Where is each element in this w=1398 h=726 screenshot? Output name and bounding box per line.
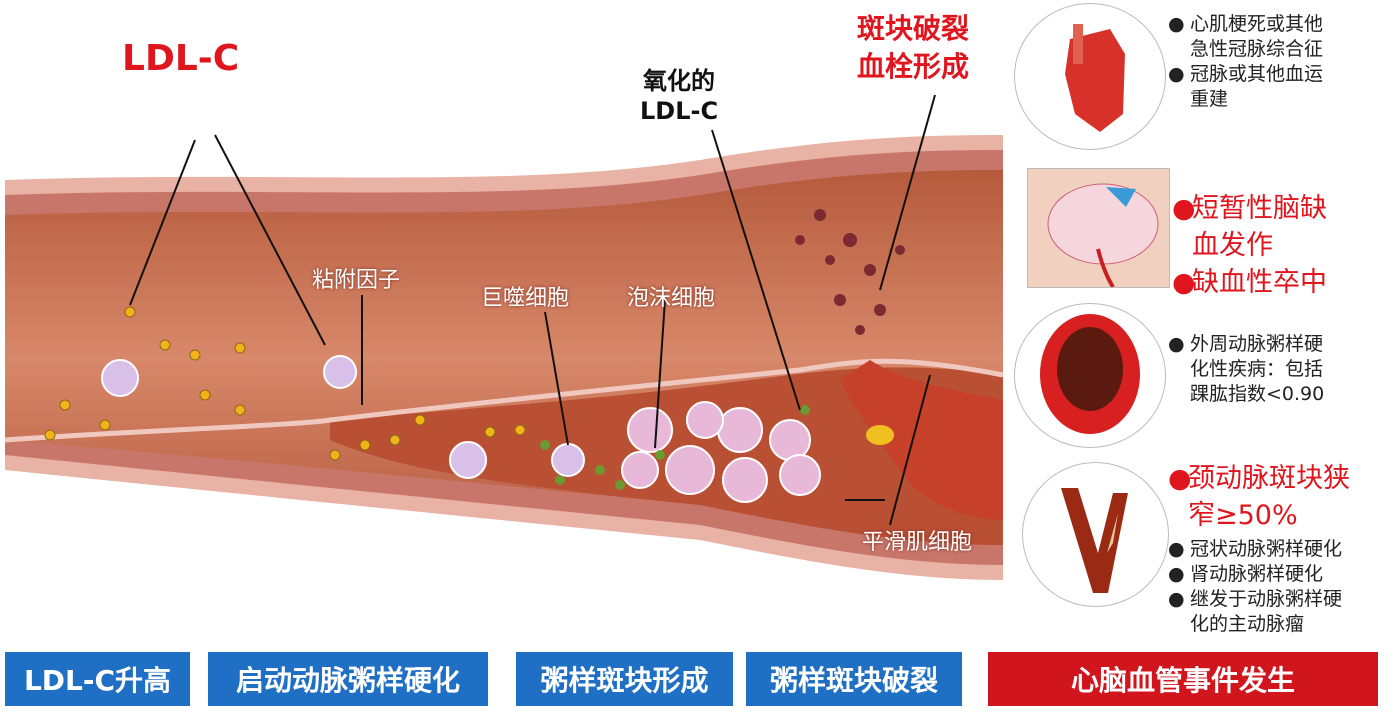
- heart-outcomes: ●心肌梗死或其他急性冠脉综合征 ●冠脉或其他血运重建: [1168, 12, 1323, 112]
- bullet-icon: ●: [1168, 63, 1185, 85]
- peripheral-outcomes: ●外周动脉粥样硬化性疾病：包括踝肱指数<0.90: [1168, 332, 1324, 407]
- bullet-icon: ●: [1168, 563, 1185, 585]
- stage-ldl-elevated: LDL-C升高: [5, 652, 190, 706]
- outcome-text: 冠脉或其他血运: [1190, 63, 1324, 85]
- carotid-artery-image: [1022, 462, 1169, 607]
- bullet-icon: ●: [1172, 193, 1196, 224]
- oxidized-ldl-label: 氧化的 LDL-C: [640, 66, 718, 126]
- outcome-text: 外周动脉粥样硬: [1190, 333, 1324, 355]
- heart-image: [1014, 3, 1166, 150]
- bullet-icon: ●: [1168, 333, 1185, 355]
- oxidized-ldl-line2: LDL-C: [640, 97, 719, 125]
- bullet-icon: ●: [1168, 538, 1185, 560]
- smooth-muscle-label: 平滑肌细胞: [862, 530, 973, 555]
- ldl-c-label: LDL-C: [122, 38, 240, 79]
- plaque-rupture-line2: 血栓形成: [857, 50, 970, 83]
- adhesion-factor-label: 粘附因子: [312, 268, 401, 293]
- outcome-text: 冠状动脉粥样硬化: [1190, 538, 1343, 560]
- stage-plaque-formation: 粥样斑块形成: [516, 652, 733, 706]
- plaque: [330, 367, 1003, 545]
- outcome-text: 颈动脉斑块狭: [1188, 463, 1350, 494]
- peripheral-artery-image: [1014, 303, 1166, 448]
- stage-plaque-rupture: 粥样斑块破裂: [746, 652, 962, 706]
- oxidized-ldl-line1: 氧化的: [643, 67, 716, 95]
- plaque-rupture-line1: 斑块破裂: [857, 12, 970, 45]
- outcome-text: 肾动脉粥样硬化: [1190, 563, 1324, 585]
- other-outcomes: ●冠状动脉粥样硬化 ●肾动脉粥样硬化 ●继发于动脉粥样硬化的主动脉瘤: [1168, 537, 1342, 637]
- outcome-text: 缺血性卒中: [1192, 267, 1327, 298]
- plaque-rupture-label: 斑块破裂 血栓形成: [857, 10, 969, 86]
- foam-cell-label: 泡沫细胞: [627, 286, 716, 311]
- bullet-icon: ●: [1168, 463, 1192, 494]
- outcome-text: 化性疾病：包括: [1190, 358, 1324, 380]
- outcome-text: 化的主动脉瘤: [1190, 613, 1305, 635]
- outcome-text: 窄≥50%: [1188, 500, 1298, 531]
- carotid-outcomes: ●颈动脉斑块狭窄≥50%: [1168, 460, 1350, 534]
- outcome-text: 急性冠脉综合征: [1190, 38, 1324, 60]
- bullet-icon: ●: [1168, 13, 1185, 35]
- stage-initiation: 启动动脉粥样硬化: [208, 652, 488, 706]
- bullet-icon: ●: [1172, 267, 1196, 298]
- stage-cv-events: 心脑血管事件发生: [988, 652, 1378, 706]
- outcome-text: 血发作: [1192, 230, 1273, 261]
- brain-image: [1027, 168, 1170, 289]
- macrophage-label: 巨噬细胞: [481, 286, 570, 311]
- outcome-text: 继发于动脉粥样硬: [1190, 588, 1343, 610]
- brain-outcomes: ●短暂性脑缺血发作 ●缺血性卒中: [1172, 190, 1327, 301]
- outcome-text: 心肌梗死或其他: [1190, 13, 1324, 35]
- outcome-text: 重建: [1190, 88, 1229, 110]
- artery-illustration: [4, 94, 1004, 580]
- outcome-text: 短暂性脑缺: [1192, 193, 1327, 224]
- bullet-icon: ●: [1168, 588, 1185, 610]
- outcome-text: 踝肱指数<0.90: [1190, 383, 1325, 405]
